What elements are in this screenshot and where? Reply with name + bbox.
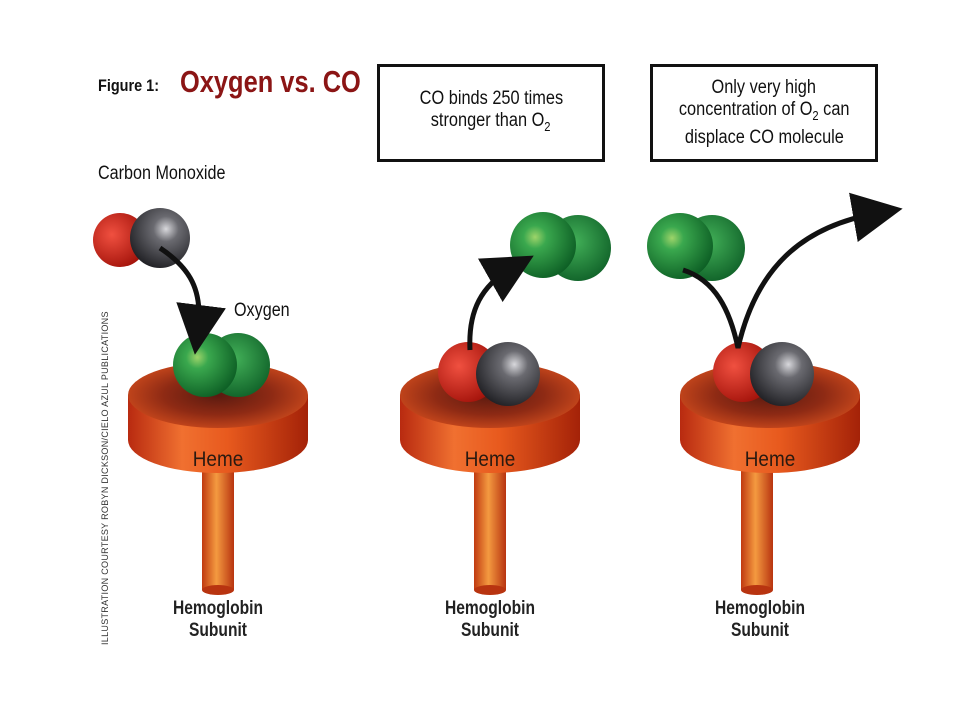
panel-2: [400, 212, 611, 595]
label-carbon-monoxide: Carbon Monoxide: [98, 163, 226, 184]
arrow-oxygen-out: [467, 255, 534, 351]
subunit-line: Hemoglobin: [444, 598, 536, 619]
subscript: 2: [812, 107, 819, 123]
callout-text: concentration of O: [678, 99, 813, 121]
callout-line: concentration of O2 can: [679, 99, 850, 127]
figure-title: Oxygen vs. CO: [180, 64, 361, 99]
hemoglobin-stalk: [202, 470, 234, 595]
panel-1: [93, 208, 308, 595]
hemoglobin-subunit-label: Hemoglobin Subunit: [703, 598, 818, 642]
callout-line: CO binds 250 times: [419, 88, 563, 110]
arrow-co-to-heme: [158, 245, 226, 355]
heme-label: Heme: [464, 448, 516, 471]
bound-co-molecule: [438, 342, 540, 406]
subunit-line: Subunit: [731, 620, 789, 641]
hemoglobin-stalk: [741, 470, 773, 595]
panel-3: [647, 192, 903, 595]
heme-label: Heme: [192, 448, 244, 471]
callout-box-binding-strength: CO binds 250 times stronger than O2: [377, 64, 605, 162]
subscript: 2: [544, 118, 551, 134]
callout-line: Only very high: [711, 77, 817, 99]
subunit-line: Hemoglobin: [714, 598, 806, 619]
subunit-line: Subunit: [461, 620, 519, 641]
subunit-line: Hemoglobin: [172, 598, 264, 619]
callout-line: displace CO molecule: [684, 126, 844, 148]
carbon-monoxide-molecule: [93, 208, 190, 268]
heme-label: Heme: [744, 448, 796, 471]
label-oxygen: Oxygen: [234, 300, 290, 321]
illustration-credit: ILLUSTRATION COURTESY ROBYN DICKSON/CIEL…: [100, 311, 110, 645]
displaced-oxygen-molecule: [510, 212, 611, 281]
bound-co-molecule: [713, 342, 814, 406]
callout-text: can: [818, 99, 850, 121]
hemoglobin-subunit-label: Hemoglobin Subunit: [161, 598, 276, 642]
callout-text: stronger than O: [431, 110, 545, 132]
figure-label: Figure 1:: [98, 76, 160, 95]
subunit-line: Subunit: [189, 620, 247, 641]
oxygen-molecule: [173, 333, 270, 397]
high-concentration-oxygen-molecule: [647, 213, 745, 281]
callout-box-displacement: Only very high concentration of O2 can d…: [650, 64, 878, 162]
arrow-co-displaced: [682, 192, 903, 349]
hemoglobin-subunit-label: Hemoglobin Subunit: [433, 598, 548, 642]
callout-line: stronger than O2: [431, 110, 551, 138]
hemoglobin-stalk: [474, 470, 506, 595]
